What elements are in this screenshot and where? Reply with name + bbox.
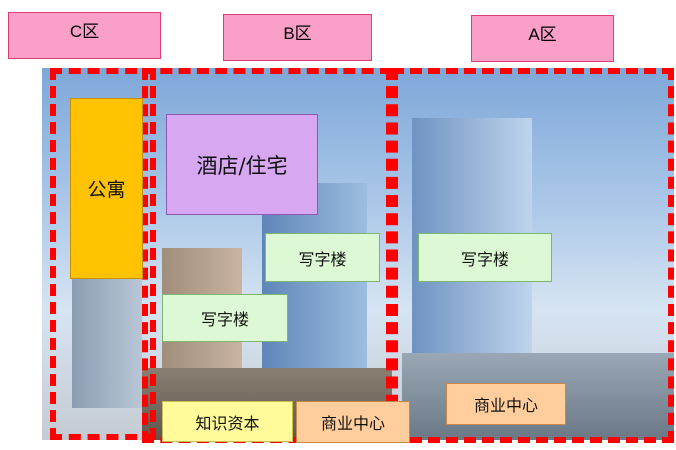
office-label-b-upper: 写字楼 <box>265 233 380 282</box>
office-label-a: 写字楼 <box>418 233 552 282</box>
apartment-label: 公寓 <box>70 98 143 279</box>
hotel-residence-label: 酒店/住宅 <box>166 114 318 215</box>
zone-a-boundary <box>392 68 674 443</box>
commercial-center-label-b: 商业中心 <box>296 401 410 443</box>
knowledge-capital-label: 知识资本 <box>162 401 293 442</box>
zone-a-tag: A区 <box>471 15 614 62</box>
zone-b-tag: B区 <box>223 14 372 61</box>
commercial-center-label-a: 商业中心 <box>446 383 566 425</box>
b-tower-tall <box>262 183 367 403</box>
zone-c-tag: C区 <box>8 12 161 59</box>
office-label-b-lower: 写字楼 <box>162 294 288 342</box>
zone-c-boundary <box>50 68 156 440</box>
